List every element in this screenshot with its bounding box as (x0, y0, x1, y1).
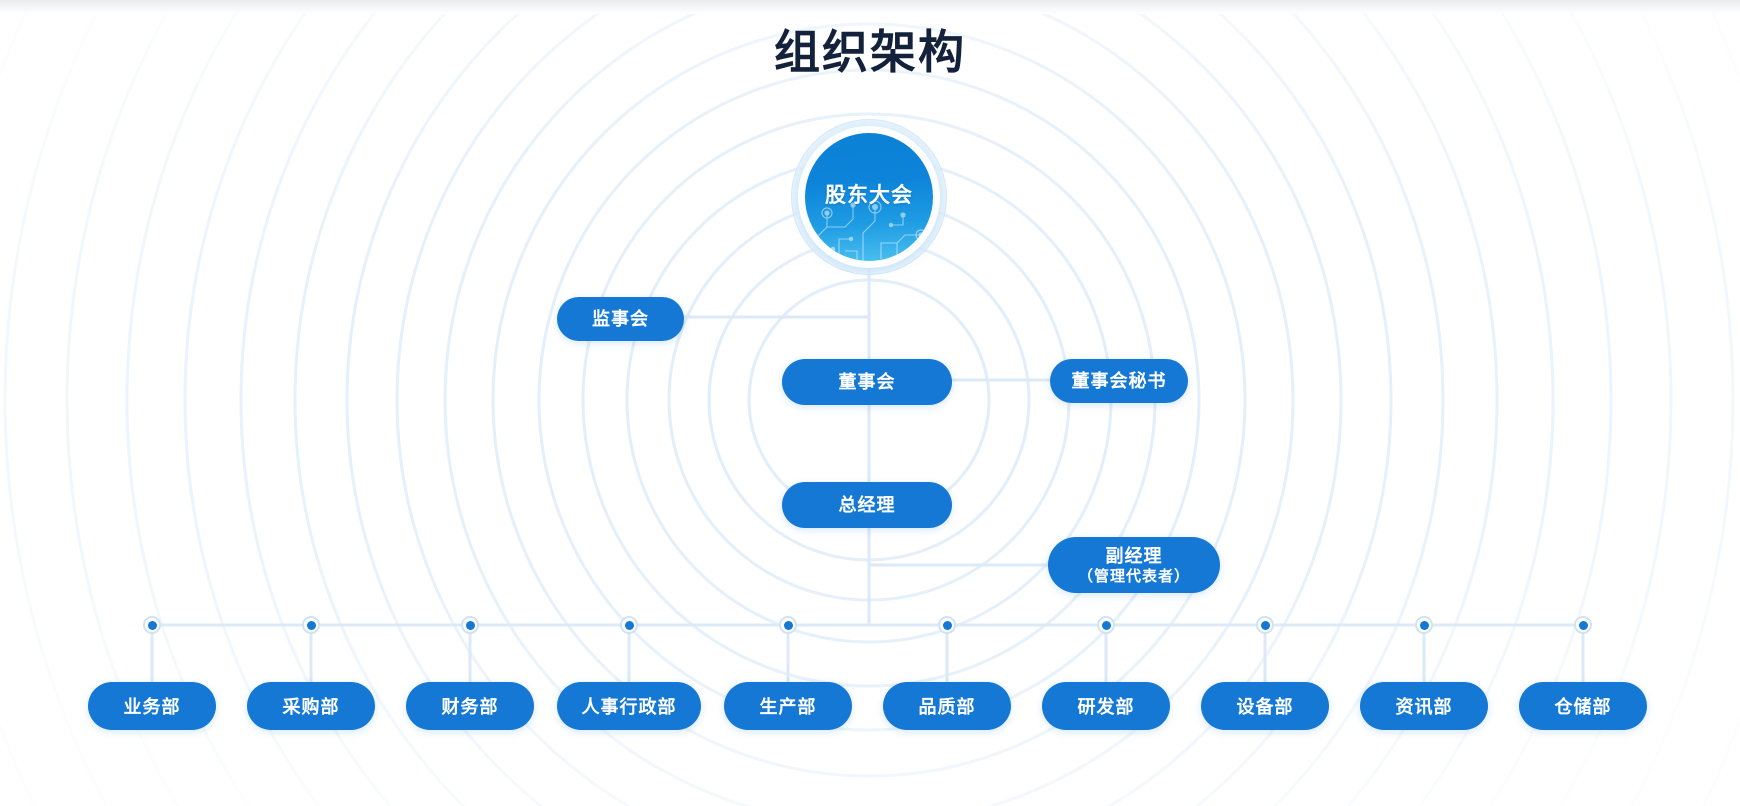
node-label: 监事会 (592, 309, 649, 329)
bus-dot-5 (779, 616, 797, 634)
bus-dot-4 (620, 616, 638, 634)
node-department-8[interactable]: 设备部 (1201, 682, 1329, 730)
node-label: 品质部 (918, 697, 976, 717)
node-label: 董事会秘书 (1071, 371, 1167, 391)
node-label: 仓储部 (1554, 697, 1612, 717)
node-label: 副经理 (1105, 545, 1163, 566)
node-label: 董事会 (838, 372, 896, 392)
node-label: 研发部 (1077, 697, 1135, 717)
node-sublabel: （管理代表者） (1077, 567, 1190, 585)
page-title: 组织架构 (774, 26, 966, 78)
bus-dot-1 (143, 616, 161, 634)
node-department-3[interactable]: 财务部 (406, 682, 534, 730)
node-department-9[interactable]: 资讯部 (1360, 682, 1488, 730)
node-department-7[interactable]: 研发部 (1042, 682, 1170, 730)
node-deputy-manager[interactable]: 副经理 （管理代表者） (1048, 537, 1220, 593)
top-gradient-strip (0, 0, 1740, 14)
node-department-2[interactable]: 采购部 (247, 682, 375, 730)
bus-dot-9 (1415, 616, 1433, 634)
node-label: 总经理 (838, 495, 896, 515)
node-label: 业务部 (123, 697, 181, 717)
node-department-10[interactable]: 仓储部 (1519, 682, 1647, 730)
bus-dot-2 (302, 616, 320, 634)
node-label: 财务部 (441, 697, 499, 717)
bus-dot-6 (938, 616, 956, 634)
root-circle: 股东大会 (805, 133, 933, 261)
node-label: 资讯部 (1395, 697, 1453, 717)
node-board-of-supervisors[interactable]: 监事会 (557, 297, 684, 341)
bus-dot-8 (1256, 616, 1274, 634)
bus-dot-7 (1097, 616, 1115, 634)
bus-dot-10 (1574, 616, 1592, 634)
node-label: 生产部 (759, 697, 817, 717)
node-board-of-directors[interactable]: 董事会 (782, 359, 952, 405)
node-label: 设备部 (1236, 697, 1294, 717)
node-department-4[interactable]: 人事行政部 (557, 682, 701, 730)
node-label: 采购部 (282, 697, 340, 717)
node-shareholders-meeting[interactable]: 股东大会 (791, 119, 947, 275)
bus-dot-3 (461, 616, 479, 634)
node-department-6[interactable]: 品质部 (883, 682, 1011, 730)
node-department-1[interactable]: 业务部 (88, 682, 216, 730)
node-board-secretary[interactable]: 董事会秘书 (1050, 359, 1188, 403)
root-node-label: 股东大会 (825, 184, 913, 207)
node-department-5[interactable]: 生产部 (724, 682, 852, 730)
node-label: 人事行政部 (581, 697, 677, 717)
node-general-manager[interactable]: 总经理 (782, 482, 952, 528)
